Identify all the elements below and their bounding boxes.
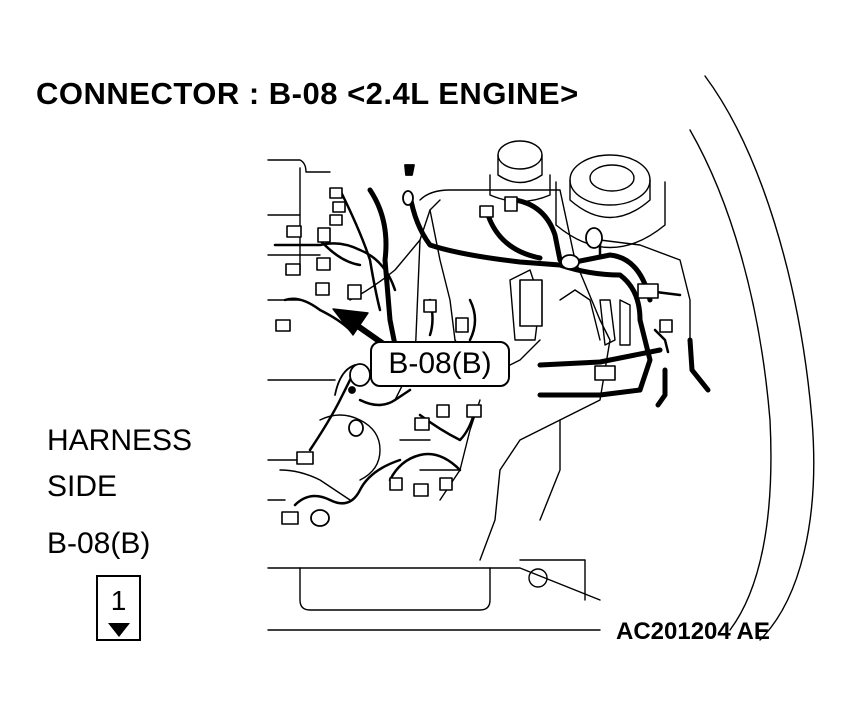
connector-callout-label: B-08(B) <box>370 341 510 387</box>
grommets-and-terminals <box>310 164 603 527</box>
diagram-title: CONNECTOR : B-08 <2.4L ENGINE> <box>36 76 579 111</box>
wiring-harness-thick <box>367 187 711 408</box>
reservoir-caps <box>489 140 666 249</box>
pin-number: 1 <box>110 585 127 616</box>
wiring-harness-thin <box>273 188 682 507</box>
figure-code: AC201204 AE <box>616 618 770 645</box>
connector-pin-diagram: 1 <box>96 575 141 641</box>
side-label: SIDE <box>47 470 118 503</box>
harness-label: HARNESS <box>47 424 193 457</box>
lock-indicator-triangle-icon <box>108 623 130 637</box>
connector-id-label: B-08(B) <box>47 527 151 560</box>
connectors <box>275 187 673 525</box>
body-outline <box>267 75 815 641</box>
